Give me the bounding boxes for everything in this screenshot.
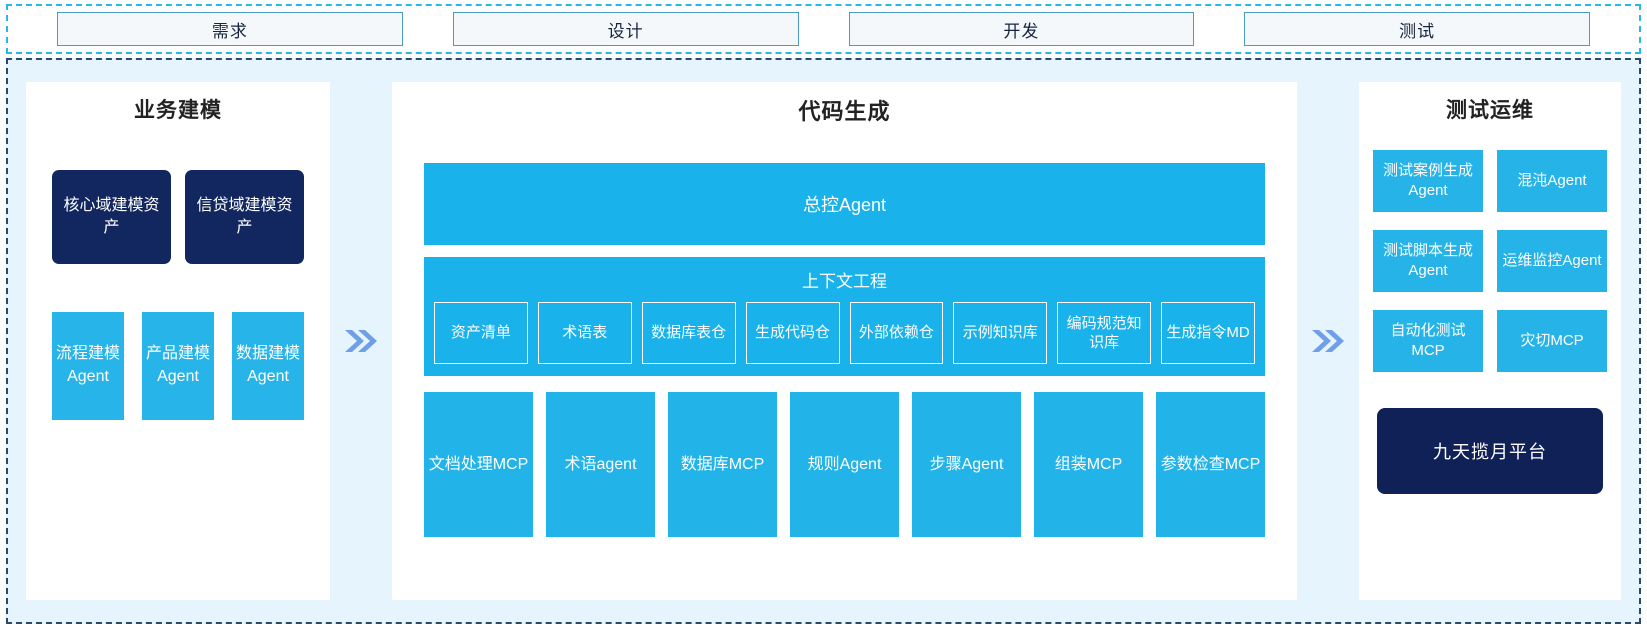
phase-label: 需求: [211, 21, 248, 41]
context-engineering-block: 上下文工程 资产清单 术语表 数据库表仓 生成代码仓 外部依赖仓 示: [424, 257, 1265, 376]
context-item-label: 外部依赖仓: [858, 324, 934, 342]
agent-label: 流程建模Agent: [55, 345, 120, 385]
asset-row: 核心域建模资产 信贷域建模资产: [40, 170, 316, 264]
context-items-row: 资产清单 术语表 数据库表仓 生成代码仓 外部依赖仓 示例知识库: [434, 302, 1255, 364]
architecture-diagram: 业务建模 核心域建模资产 信贷域建模资产 流程建模Agent 产品建模Agent…: [6, 58, 1641, 624]
context-item-label: 术语表: [562, 324, 608, 342]
tool-label: 组装MCP: [1054, 455, 1123, 473]
agent-product-modeling[interactable]: 产品建模Agent: [142, 312, 214, 420]
phase-label: 开发: [1003, 21, 1040, 41]
context-item-asset-list[interactable]: 资产清单: [434, 302, 528, 364]
modeling-agent-row: 流程建模Agent 产品建模Agent 数据建模Agent: [40, 312, 316, 420]
context-item-generation-instruction-md[interactable]: 生成指令MD: [1161, 302, 1255, 364]
tool-label: 术语agent: [564, 455, 637, 473]
test-item-label: 灾切MCP: [1520, 332, 1584, 350]
tool-label: 参数检查MCP: [1160, 455, 1261, 473]
tool-document-processing-mcp[interactable]: 文档处理MCP: [424, 392, 533, 537]
automated-test-mcp[interactable]: 自动化测试MCP: [1373, 310, 1483, 372]
tool-assembly-mcp[interactable]: 组装MCP: [1034, 392, 1143, 537]
platform-box[interactable]: 九天揽月平台: [1377, 408, 1603, 494]
test-item-label: 自动化测试MCP: [1390, 322, 1466, 359]
agent-process-modeling[interactable]: 流程建模Agent: [52, 312, 124, 420]
context-item-label: 资产清单: [450, 324, 511, 342]
test-script-generation-agent[interactable]: 测试脚本生成Agent: [1373, 230, 1483, 292]
master-control-agent[interactable]: 总控Agent: [424, 163, 1265, 245]
context-item-example-knowledge-base[interactable]: 示例知识库: [953, 302, 1048, 364]
test-item-label: 混沌Agent: [1517, 172, 1587, 190]
tool-label: 规则Agent: [807, 455, 882, 473]
phase-box-testing[interactable]: 测试: [1244, 12, 1590, 46]
panel-code-generation: 代码生成 总控Agent 上下文工程 资产清单 术语表 数据库表仓 生成代码仓: [392, 82, 1297, 600]
panel-title-code: 代码生成: [798, 99, 891, 124]
platform-label: 九天揽月平台: [1433, 442, 1547, 462]
double-chevron-right-icon: [1312, 330, 1344, 352]
context-item-db-table-repo[interactable]: 数据库表仓: [641, 302, 736, 364]
phase-box-design[interactable]: 设计: [452, 12, 799, 46]
test-item-label: 运维监控Agent: [1502, 252, 1602, 270]
chaos-agent[interactable]: 混沌Agent: [1497, 150, 1607, 212]
context-item-external-dependency-repo[interactable]: 外部依赖仓: [849, 302, 944, 364]
tool-label: 数据库MCP: [680, 455, 765, 473]
tool-label: 文档处理MCP: [428, 455, 529, 473]
agent-label: 产品建模Agent: [145, 345, 210, 385]
context-item-label: 示例知识库: [962, 324, 1038, 342]
agent-data-modeling[interactable]: 数据建模Agent: [232, 312, 304, 420]
context-item-label: 编码规范知识库: [1066, 314, 1142, 352]
context-engineering-title: 上下文工程: [802, 272, 887, 291]
phase-label: 设计: [607, 21, 644, 41]
context-item-glossary[interactable]: 术语表: [537, 302, 632, 364]
separator-chevron-right: [1297, 82, 1359, 600]
context-item-label: 生成代码仓: [755, 324, 831, 342]
test-case-generation-agent[interactable]: 测试案例生成Agent: [1373, 150, 1483, 212]
tool-glossary-agent[interactable]: 术语agent: [546, 392, 655, 537]
agent-label: 数据建模Agent: [235, 345, 300, 385]
tool-row: 文档处理MCP 术语agent 数据库MCP 规则Agent 步骤Agent 组…: [424, 392, 1265, 537]
master-agent-label: 总控Agent: [802, 195, 887, 215]
phase-box-requirements[interactable]: 需求: [57, 12, 403, 46]
test-item-label: 测试脚本生成Agent: [1382, 242, 1473, 279]
tool-parameter-check-mcp[interactable]: 参数检查MCP: [1156, 392, 1265, 537]
asset-credit-domain[interactable]: 信贷域建模资产: [185, 170, 304, 264]
context-item-label: 数据库表仓: [651, 324, 727, 342]
asset-label: 核心域建模资产: [63, 197, 160, 236]
panel-title-business: 业务建模: [134, 99, 222, 122]
test-items-grid: 测试案例生成Agent 混沌Agent 测试脚本生成Agent 运维监控Agen…: [1373, 150, 1607, 372]
phase-label: 测试: [1399, 21, 1436, 41]
context-item-generated-code-repo[interactable]: 生成代码仓: [745, 302, 840, 364]
disaster-switch-mcp[interactable]: 灾切MCP: [1497, 310, 1607, 372]
separator-chevron-left: [330, 82, 392, 600]
panel-business-modeling: 业务建模 核心域建模资产 信贷域建模资产 流程建模Agent 产品建模Agent…: [26, 82, 330, 600]
tool-database-mcp[interactable]: 数据库MCP: [668, 392, 777, 537]
ops-monitoring-agent[interactable]: 运维监控Agent: [1497, 230, 1607, 292]
tool-rule-agent[interactable]: 规则Agent: [790, 392, 899, 537]
test-item-label: 测试案例生成Agent: [1382, 162, 1473, 199]
asset-core-domain[interactable]: 核心域建模资产: [52, 170, 171, 264]
panel-title-test: 测试运维: [1446, 99, 1534, 122]
tool-step-agent[interactable]: 步骤Agent: [912, 392, 1021, 537]
phase-strip: 需求 设计 开发 测试: [6, 4, 1641, 54]
asset-label: 信贷域建模资产: [196, 197, 293, 236]
context-item-coding-standard-knowledge-base[interactable]: 编码规范知识库: [1057, 302, 1152, 364]
double-chevron-right-icon: [345, 330, 377, 352]
panel-test-operations: 测试运维 测试案例生成Agent 混沌Agent 测试脚本生成Agent 运维监…: [1359, 82, 1621, 600]
phase-box-development[interactable]: 开发: [848, 12, 1195, 46]
tool-label: 步骤Agent: [929, 455, 1004, 473]
context-item-label: 生成指令MD: [1166, 324, 1250, 342]
